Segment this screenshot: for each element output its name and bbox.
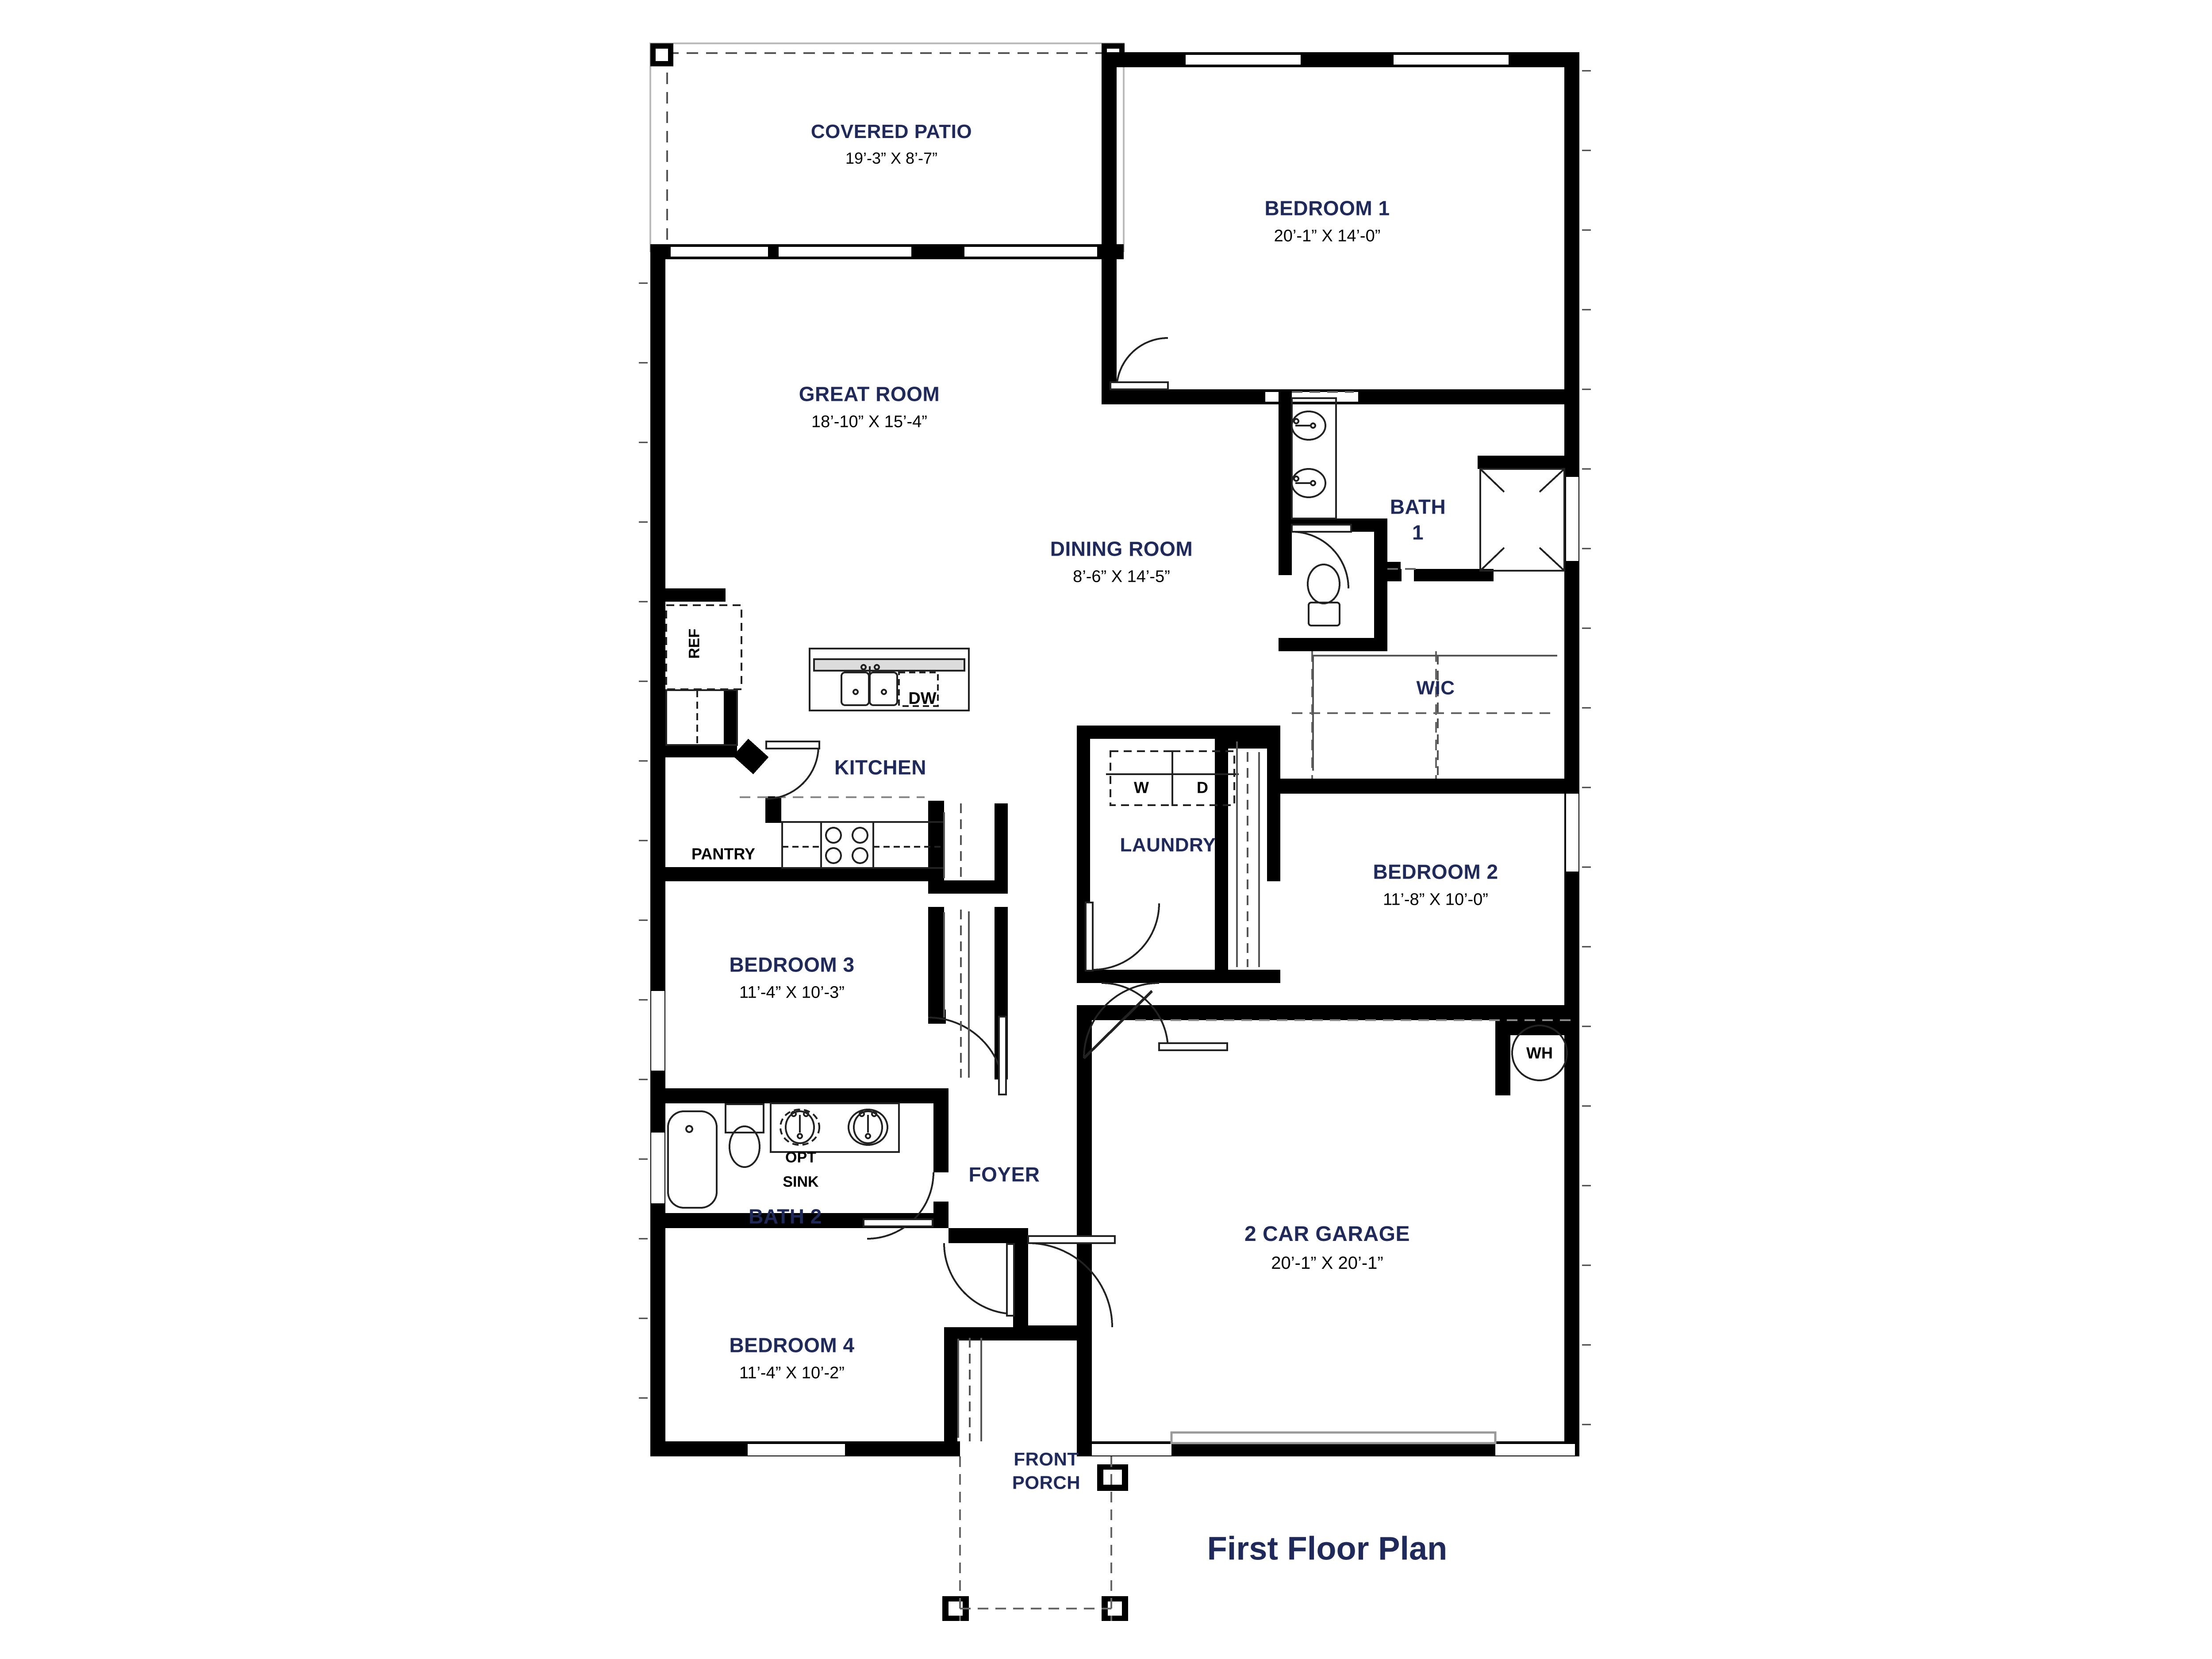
room-name: GREAT ROOM	[799, 382, 940, 406]
room-dimension: 19’-3” X 8’-7”	[845, 149, 938, 167]
bath1-vanity	[1291, 397, 1337, 519]
room-label-bedroom_2: BEDROOM 2 11’-8” X 10’-0”	[1373, 860, 1498, 910]
fixture-label-wh: WH	[1526, 1044, 1553, 1062]
room-label-kitchen: KITCHEN	[834, 755, 926, 780]
room-label-bath_2: BATH 2	[749, 1204, 822, 1229]
room-dimension: 11’-8” X 10’-0”	[1383, 890, 1488, 909]
room-name: LAUNDRY	[1120, 834, 1216, 856]
room-label-dining_room: DINING ROOM 8’-6” X 14’-5”	[1050, 537, 1193, 588]
bath1-toilet	[1307, 564, 1340, 626]
dashed-reference-lines	[740, 391, 1575, 1621]
kitchen-island	[809, 648, 970, 711]
bath1-shower	[1479, 468, 1565, 572]
patio-outline	[666, 52, 1124, 248]
room-name: BATH 2	[749, 1205, 822, 1228]
fixture-label-dw: DW	[908, 689, 937, 708]
room-name: FOYER	[968, 1163, 1040, 1186]
garage-door	[1170, 1431, 1497, 1444]
room-label-great_room: GREAT ROOM 18’-10” X 15’-4”	[799, 382, 940, 433]
water-heater-icon	[1511, 1025, 1568, 1081]
fixture-label-opt_sink: OPT	[785, 1149, 816, 1166]
room-name: DINING ROOM	[1050, 537, 1193, 561]
wall-tick-marks	[639, 70, 1591, 1425]
door-swings	[765, 337, 1352, 1328]
room-name: BEDROOM 4	[729, 1333, 855, 1357]
room-label-wic: WIC	[1416, 676, 1455, 700]
room-name: COVERED PATIO	[810, 121, 972, 142]
room-label-laundry: LAUNDRY	[1120, 833, 1216, 857]
room-dimension: 20’-1” X 20’-1”	[1271, 1253, 1383, 1273]
room-name: 2 CAR GARAGE	[1244, 1222, 1410, 1246]
room-name: BEDROOM 3	[729, 953, 855, 976]
room-label-bedroom_4: BEDROOM 4 11’-4” X 10’-2”	[729, 1333, 854, 1384]
room-dimension: 20’-1” X 14’-0”	[1274, 227, 1381, 245]
room-name: BEDROOM 1	[1264, 196, 1390, 220]
cooktop-icon	[781, 821, 945, 869]
room-name: BEDROOM 2	[1373, 860, 1498, 883]
room-name: WIC	[1416, 677, 1455, 699]
fixtures	[665, 397, 1568, 1209]
room-label-bedroom_3: BEDROOM 3 11’-4” X 10’-3”	[729, 952, 854, 1003]
closet-shelving	[943, 655, 1557, 1441]
room-name: KITCHEN	[834, 756, 926, 779]
room-label-foyer: FOYER	[969, 1162, 1040, 1187]
fixture-label-opt_sink2: SINK	[783, 1173, 819, 1190]
room-dimension: 11’-4” X 10’-2”	[739, 1363, 845, 1382]
room-dimension: 8’-6” X 14’-5”	[1073, 567, 1170, 586]
room-label-bedroom_1: BEDROOM 1 20’-1” X 14’-0”	[1264, 196, 1390, 247]
fixture-label-washer: W	[1134, 778, 1149, 797]
fixture-label-ref: REF	[686, 629, 703, 659]
room-label-2_car_garage: 2 CAR GARAGE 20’-1” X 20’-1”	[1244, 1221, 1410, 1274]
sheet-title: First Floor Plan	[1207, 1530, 1448, 1567]
fixture-label-dryer: D	[1197, 778, 1208, 797]
fixture-label-pantry: PANTRY	[691, 845, 755, 863]
bath2-toilet	[725, 1103, 764, 1168]
room-dimension: 11’-4” X 10’-3”	[739, 983, 845, 1002]
washer-dryer-icon	[1106, 750, 1239, 806]
bath2-vanity	[770, 1102, 900, 1153]
room-label-covered_patio: COVERED PATIO 19’-3” X 8’-7”	[811, 119, 972, 168]
room-dimension: 18’-10” X 15’-4”	[811, 412, 927, 431]
pantry-shelves	[665, 689, 738, 746]
bath2-tub	[667, 1110, 718, 1209]
